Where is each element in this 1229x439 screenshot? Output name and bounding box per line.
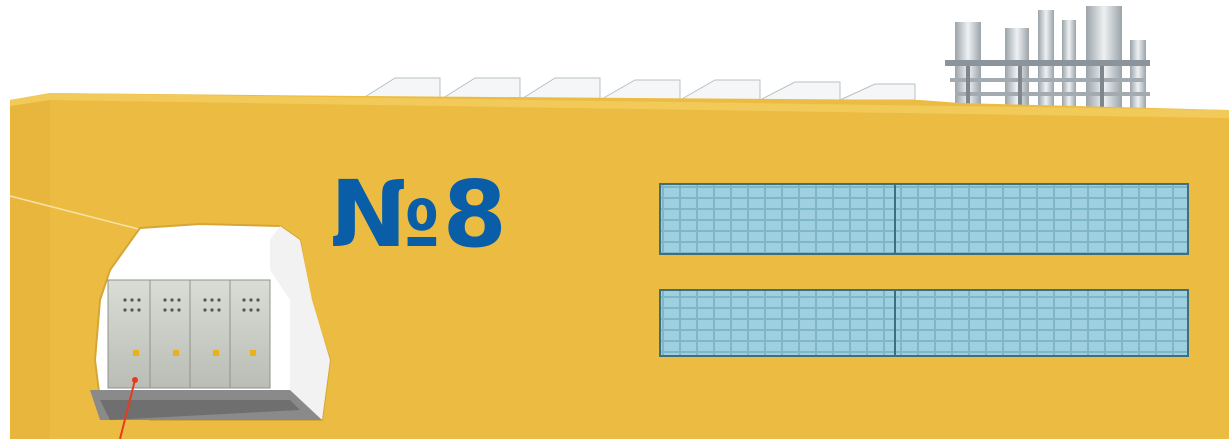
roof-edge [10, 93, 1229, 118]
electrical-cabinets [107, 279, 271, 389]
building-number-sign: №8 [330, 161, 509, 268]
wall-seam [9, 195, 151, 233]
rooftop-stacks [945, 6, 1150, 112]
lower-window-band [659, 289, 1189, 357]
building-side-wall [10, 93, 50, 439]
callout-pointer-line [119, 379, 136, 439]
upper-window-band [659, 183, 1189, 255]
roof-skylights [358, 77, 916, 101]
callout-pointer-dot [132, 377, 138, 383]
control-room-cutaway [90, 222, 332, 421]
